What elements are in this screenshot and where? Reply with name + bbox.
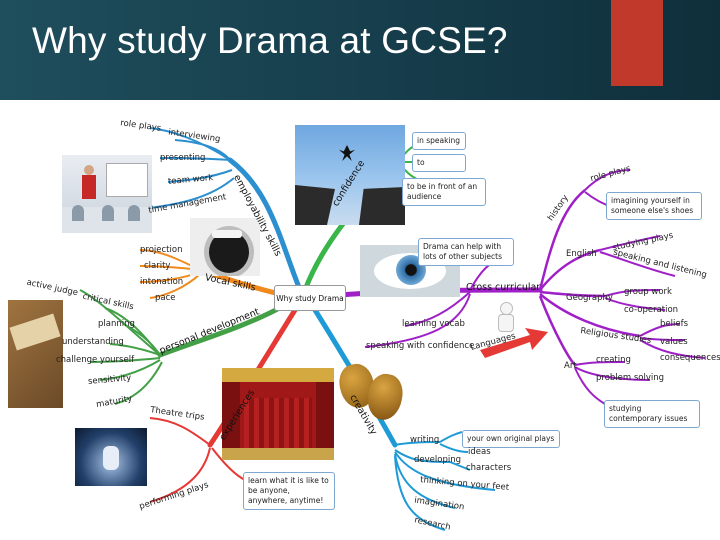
item-ideas: ideas: [468, 447, 491, 457]
item-planning: planning: [98, 319, 135, 329]
item-pace: pace: [155, 293, 176, 303]
item-original-plays: your own original plays: [462, 430, 560, 449]
red-arrow-icon: [480, 328, 548, 358]
item-english: English: [566, 249, 597, 259]
header-accent-bar: [611, 0, 663, 86]
item-to: to: [412, 154, 466, 173]
item-problem-solving: problem solving: [596, 373, 665, 383]
item-in-speaking: in speaking: [412, 132, 466, 151]
twig-role-plays: [149, 127, 231, 161]
item-speaking-confidence: speaking with confidence: [366, 341, 475, 351]
item-drama-helps: Drama can help with lots of other subjec…: [418, 238, 514, 267]
performance-stage-photo: [75, 428, 147, 486]
twig-presenting: [159, 157, 231, 161]
item-art: Art: [564, 361, 577, 371]
shouting-mouth-photo: [190, 218, 260, 276]
item-values: values: [660, 337, 688, 347]
item-consequences: consequences: [660, 353, 720, 363]
item-learn-what: learn what it is like to be anyone, anyw…: [243, 472, 335, 511]
item-geography: Geography: [566, 293, 613, 303]
item-intonation: intonation: [140, 277, 184, 287]
item-characters: characters: [466, 463, 512, 473]
twig-interviewing: [174, 139, 231, 161]
item-imagining: imagining yourself in someone else's sho…: [606, 192, 702, 221]
item-beliefs: beliefs: [660, 319, 688, 329]
item-challenge-yourself: challenge yourself: [56, 355, 135, 365]
central-node: Why study Drama: [274, 285, 346, 311]
item-writing: writing: [410, 435, 440, 445]
item-co-operation: co-operation: [624, 305, 679, 315]
item-presenting: presenting: [160, 153, 206, 163]
item-contemporary-issues: studying contemporary issues: [604, 400, 700, 429]
item-developing: developing: [414, 455, 461, 465]
twig-time-management: [149, 177, 235, 209]
cliff-jump-photo: [295, 125, 405, 225]
branch-personal: [157, 302, 288, 358]
title-bar: Why study Drama at GCSE?: [0, 0, 720, 100]
item-group-work: group work: [624, 287, 672, 297]
mind-map: Why study Drama employability skills con…: [0, 100, 720, 540]
item-understanding: understanding: [62, 337, 124, 347]
item-creating: creating: [596, 355, 631, 365]
item-projection: projection: [140, 245, 183, 255]
figure-with-arrow-icon: [492, 302, 518, 340]
drama-masks-icon: [338, 360, 410, 430]
branch-label-cross: Cross curricular: [466, 282, 541, 293]
item-front-audience: to be in front of an audience: [402, 178, 486, 207]
twig-team-work: [167, 169, 233, 183]
theatre-stage-photo: [222, 368, 334, 460]
item-learning-vocab: learning vocab: [402, 319, 465, 329]
page-title: Why study Drama at GCSE?: [32, 20, 508, 61]
branch-employability: [227, 157, 303, 293]
success-sign-photo: [8, 300, 63, 408]
presentation-photo: [62, 155, 152, 233]
item-clarity: clarity: [144, 261, 171, 271]
